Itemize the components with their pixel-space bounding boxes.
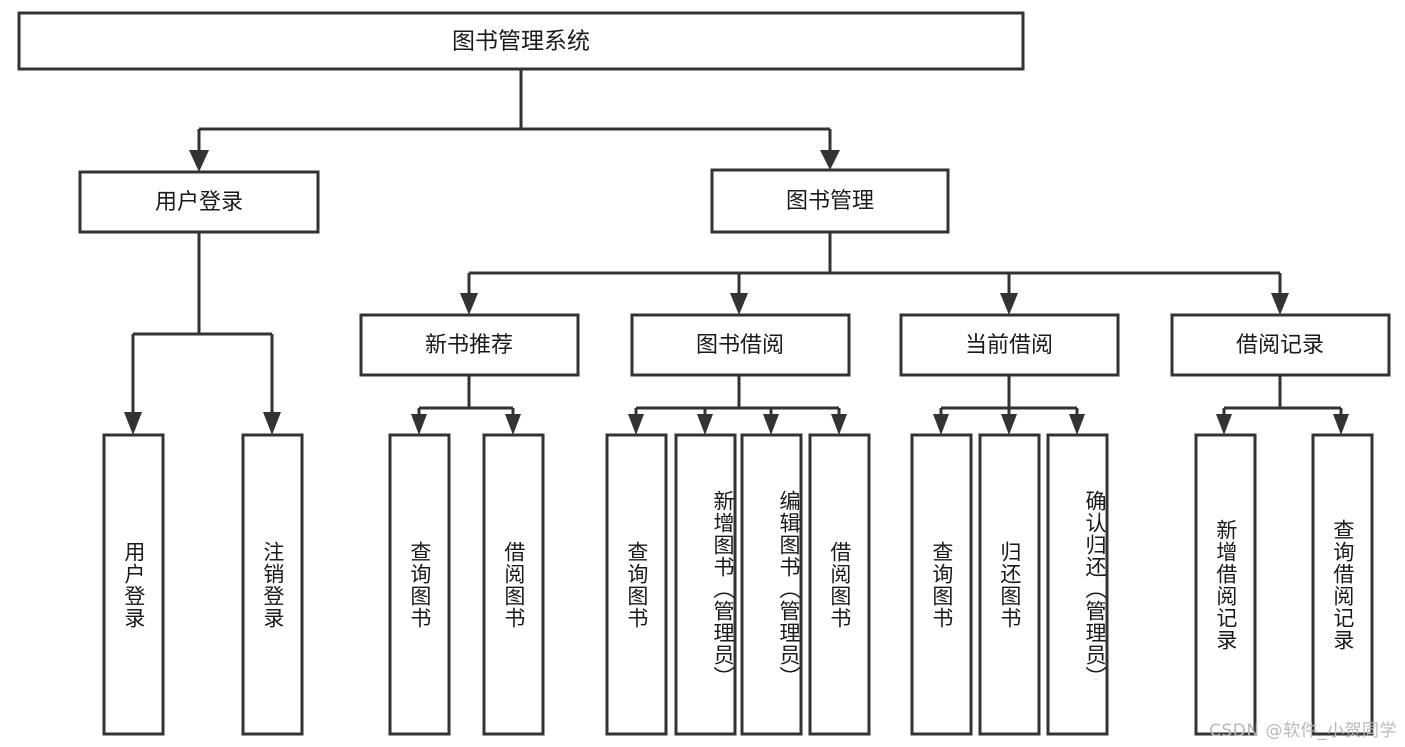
node-new-book-recommend[interactable]: [359, 313, 580, 377]
node-leaf-user-login[interactable]: [102, 433, 165, 736]
node-leaf-borrow-book-1[interactable]: [482, 433, 545, 736]
node-leaf-borrow-book-2[interactable]: [808, 433, 871, 736]
node-user-login-label: 用户登录: [155, 190, 243, 215]
node-leaf-confirm-return[interactable]: [1046, 433, 1109, 736]
arrow-to-leaf-borrow-book-1: [505, 414, 521, 435]
node-leaf-user-logout[interactable]: [241, 433, 304, 736]
node-leaf-query-book-2[interactable]: [605, 433, 668, 736]
node-borrow-record[interactable]: [1170, 313, 1391, 377]
arrow-to-leaf-confirm-return: [1069, 414, 1085, 435]
node-borrow-record-label: 借阅记录: [1236, 333, 1324, 358]
arrow-to-leaf-add-book: [697, 414, 713, 435]
arrow-to-leaf-return-book: [1001, 414, 1017, 435]
arrow-to-leaf-query-book-1: [411, 414, 427, 435]
node-book-borrow[interactable]: [630, 313, 851, 377]
arrow-to-leaf-add-borrow-record: [1216, 414, 1232, 435]
arrow-to-borrow-record: [1271, 293, 1289, 315]
arrow-to-current-borrow: [1000, 293, 1018, 315]
arrow-to-new-book-recommend: [460, 293, 478, 315]
node-leaf-add-borrow-record[interactable]: [1194, 433, 1257, 736]
node-root[interactable]: [17, 11, 1025, 71]
watermark: CSDN @软件_小贺同学: [1209, 721, 1397, 741]
node-leaf-edit-book[interactable]: [740, 433, 803, 736]
arrow-to-user-login: [189, 150, 209, 172]
node-leaf-return-book[interactable]: [978, 433, 1041, 736]
arrow-to-book-management: [820, 150, 840, 170]
arrow-to-leaf-user-logout: [263, 412, 281, 435]
node-current-borrow[interactable]: [899, 313, 1120, 377]
node-book-management[interactable]: [710, 168, 950, 234]
arrow-to-leaf-query-borrow-record: [1333, 414, 1349, 435]
node-leaf-add-book[interactable]: [674, 433, 737, 736]
node-current-borrow-label: 当前借阅: [965, 333, 1053, 358]
arrow-to-leaf-edit-book: [763, 414, 779, 435]
arrow-to-book-borrow: [730, 293, 748, 315]
connectors: [124, 69, 1349, 435]
node-book-management-label: 图书管理: [786, 189, 874, 214]
node-new-book-recommend-label: 新书推荐: [425, 333, 513, 358]
node-leaf-query-book-3[interactable]: [910, 433, 973, 736]
arrow-to-leaf-borrow-book-2: [831, 414, 847, 435]
node-leaf-query-borrow-record[interactable]: [1311, 433, 1374, 736]
nodes: 图书管理系统 用户登录 图书管理 新书推荐 图书借阅 当前借阅 借阅记录: [17, 11, 1391, 736]
node-leaf-query-book-1[interactable]: [388, 433, 451, 736]
arrow-to-leaf-query-book-2: [628, 414, 644, 435]
arrow-to-leaf-user-login: [124, 412, 142, 435]
node-root-label: 图书管理系统: [452, 29, 590, 55]
arrow-to-leaf-query-book-3: [933, 414, 949, 435]
node-user-login[interactable]: [78, 170, 320, 234]
node-book-borrow-label: 图书借阅: [696, 333, 784, 358]
